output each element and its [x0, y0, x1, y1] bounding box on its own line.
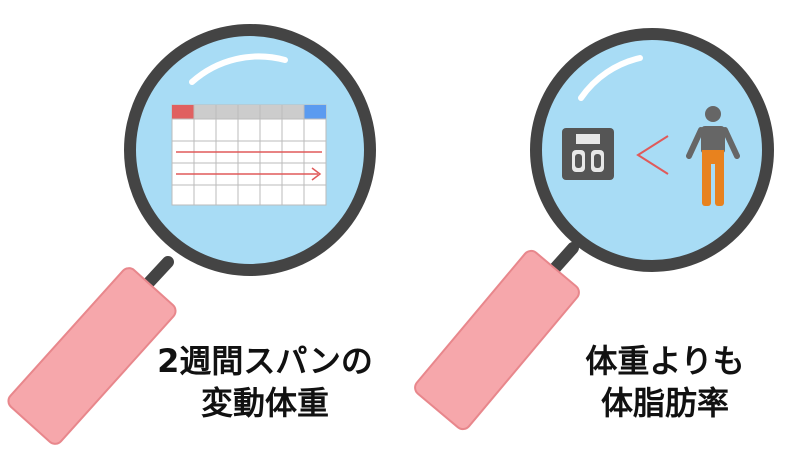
less-than-icon [636, 135, 669, 175]
magnifier-handle [7, 256, 177, 445]
person-icon [686, 106, 740, 206]
magnifier-left [7, 24, 376, 445]
panel-body-fat: 体重よりも 体脂肪率 [400, 0, 800, 460]
magnifier-handle [414, 242, 580, 431]
caption-line-2: 体脂肪率 [600, 384, 729, 422]
magnifier-lens [530, 28, 774, 272]
calendar-table-icon [171, 104, 327, 206]
magnifier-right [414, 28, 774, 431]
caption-two-week-weight: 2週間スパンの 変動体重 [140, 340, 390, 424]
caption-line-2: 変動体重 [200, 384, 329, 422]
caption-line-1: 体重よりも [585, 342, 745, 380]
caption-body-fat: 体重よりも 体脂肪率 [555, 340, 775, 424]
panel-two-week-weight: 2週間スパンの 変動体重 [7, 24, 390, 445]
caption-line-1: 2週間スパンの [157, 342, 373, 380]
body-scale-icon [562, 128, 614, 180]
